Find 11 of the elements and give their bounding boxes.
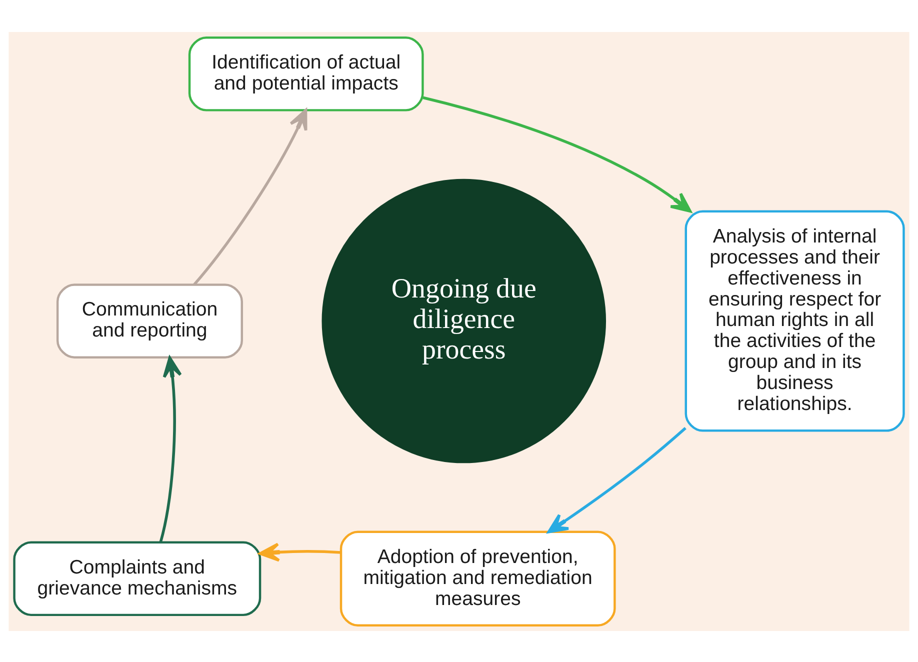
arrow bbox=[258, 542, 342, 562]
node-box: Adoption of prevention, mitigation and remediation measures bbox=[340, 530, 616, 626]
node-box: Analysis of internal processes and their effectiveness in ensuring respect for human rights in all the activities of the group and in its business relationships. bbox=[684, 210, 905, 432]
arrow bbox=[193, 108, 308, 286]
node-box: Communication and reporting bbox=[56, 283, 243, 358]
node-box: Identification of actual and potential impacts bbox=[188, 36, 424, 111]
arrow bbox=[547, 426, 686, 533]
arrow bbox=[159, 356, 182, 542]
node-circle: Ongoing due diligence process bbox=[322, 178, 606, 463]
node-box: Complaints and grievance mechanisms bbox=[13, 540, 262, 616]
arrow bbox=[422, 96, 692, 212]
